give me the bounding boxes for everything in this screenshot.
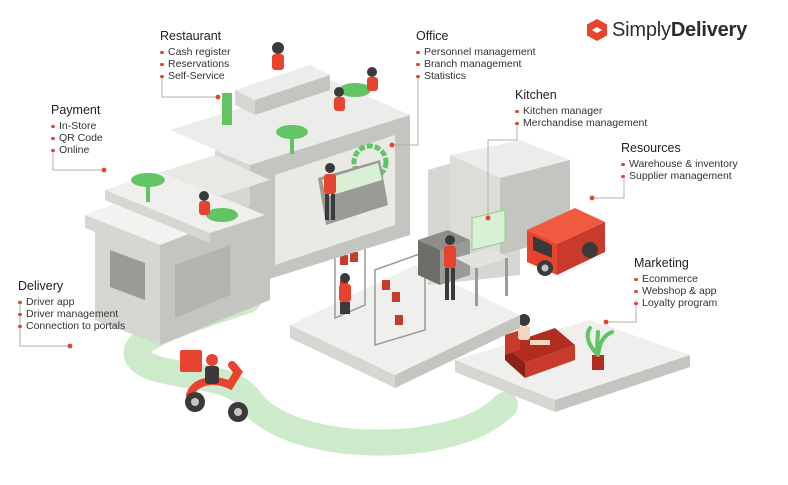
callout-marketing-item: Loyalty program xyxy=(634,297,717,309)
callout-restaurant-item: Reservations xyxy=(160,58,230,70)
callout-marketing: Marketing Ecommerce Webshop & app Loyalt… xyxy=(634,256,717,309)
callout-restaurant: Restaurant Cash register Reservations Se… xyxy=(160,29,230,82)
callout-marketing-title: Marketing xyxy=(634,256,689,270)
callout-resources: Resources Warehouse & inventory Supplier… xyxy=(621,141,738,182)
delivery-truck xyxy=(527,208,605,276)
callout-resources-title: Resources xyxy=(621,141,681,155)
callout-leader-dots xyxy=(67,94,609,349)
dining-tables xyxy=(131,67,378,222)
callout-payment-item: In-Store xyxy=(51,120,103,132)
brand-name-bold: Delivery xyxy=(670,18,748,41)
callout-delivery-item: Connection to portals xyxy=(18,320,125,332)
callout-kitchen-item: Kitchen manager xyxy=(515,105,647,117)
brand-name-light: Simply xyxy=(612,18,671,41)
callout-restaurant-item: Cash register xyxy=(160,46,230,58)
callout-office: Office Personnel management Branch manag… xyxy=(416,29,536,82)
callout-marketing-item: Ecommerce xyxy=(634,273,717,285)
callout-office-item: Statistics xyxy=(416,70,536,82)
callout-payment-item: Online xyxy=(51,144,103,156)
callout-office-item: Personnel management xyxy=(416,46,536,58)
callout-kitchen-item: Merchandise management xyxy=(515,117,647,129)
callout-kitchen: Kitchen Kitchen manager Merchandise mana… xyxy=(515,88,647,129)
callout-kitchen-title: Kitchen xyxy=(515,88,557,102)
brand-logo[interactable]: SimplyDelivery xyxy=(586,14,747,46)
callout-leaders xyxy=(19,75,637,347)
callout-office-item: Branch management xyxy=(416,58,536,70)
callout-resources-item: Warehouse & inventory xyxy=(621,158,738,170)
lounge-platform xyxy=(455,314,690,412)
callout-payment-item: QR Code xyxy=(51,132,103,144)
callout-resources-item: Supplier management xyxy=(621,170,738,182)
callout-payment: Payment In-Store QR Code Online xyxy=(51,103,103,156)
callout-restaurant-item: Self-Service xyxy=(160,70,230,82)
brand-name: SimplyDelivery xyxy=(612,19,747,42)
callout-restaurant-title: Restaurant xyxy=(160,29,222,43)
callout-office-title: Office xyxy=(416,29,449,43)
delivery-scooter xyxy=(180,350,248,422)
callout-marketing-item: Webshop & app xyxy=(634,285,717,297)
office-area xyxy=(318,143,389,225)
kitchen-staff xyxy=(339,235,456,314)
callout-delivery-title: Delivery xyxy=(18,279,64,293)
logo-icon xyxy=(587,19,607,41)
callout-payment-title: Payment xyxy=(51,103,101,117)
callout-delivery-item: Driver management xyxy=(18,308,125,320)
reception-counter xyxy=(222,42,330,125)
callout-delivery-item: Driver app xyxy=(18,296,125,308)
kitchen-platform xyxy=(290,265,520,388)
callout-delivery: Delivery Driver app Driver management Co… xyxy=(18,279,125,332)
